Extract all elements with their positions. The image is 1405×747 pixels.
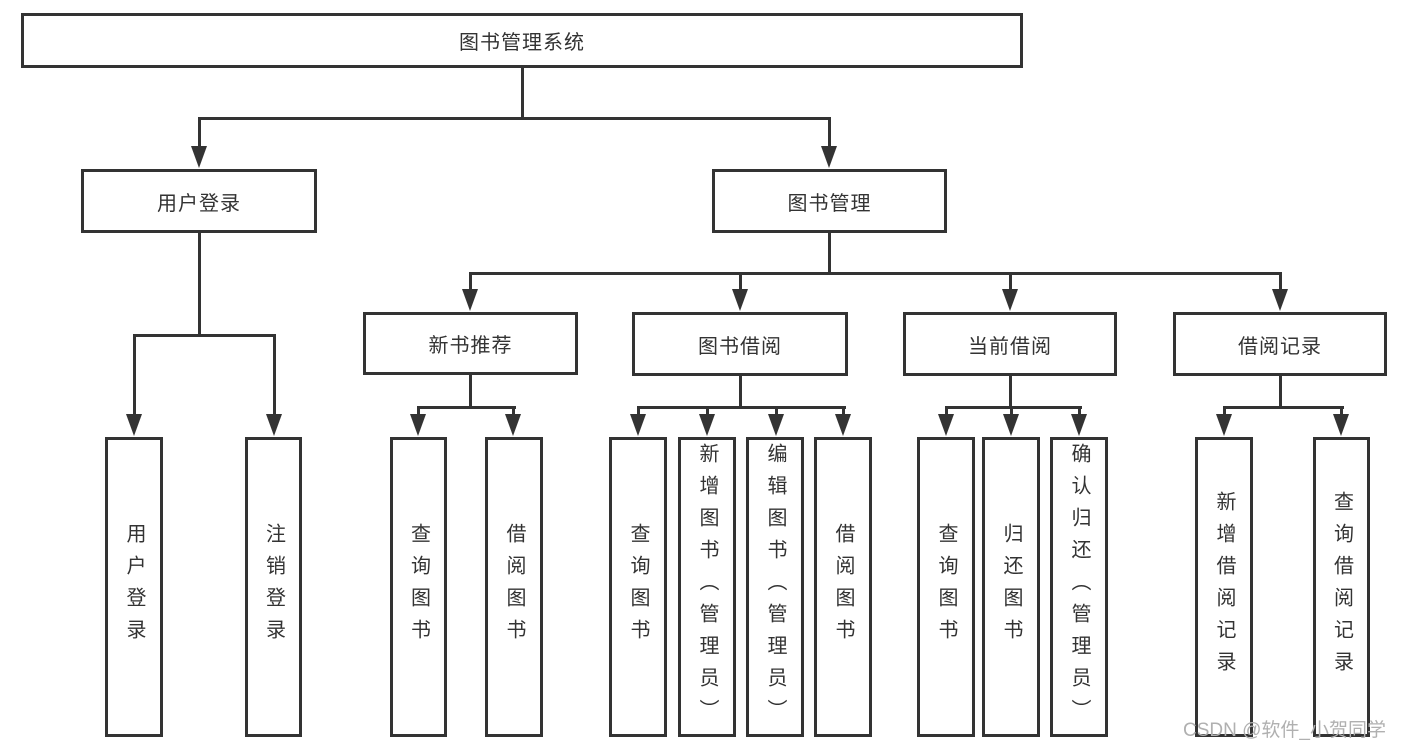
leaf-query-borrow-record-label: 查询借阅记录 bbox=[1330, 491, 1353, 683]
arrow-down-icon bbox=[1002, 289, 1018, 311]
arrow-down-icon bbox=[1272, 289, 1288, 311]
connector-line bbox=[469, 272, 472, 292]
connector-line bbox=[1010, 406, 1013, 418]
leaf-query-books-recommend: 查询图书 bbox=[390, 437, 447, 737]
connector-line bbox=[198, 117, 201, 149]
leaf-query-books-borrow-label: 查询图书 bbox=[627, 523, 649, 651]
leaf-borrow-books-label: 借阅图书 bbox=[832, 523, 854, 651]
connector-line bbox=[198, 233, 201, 336]
connector-line bbox=[1223, 406, 1344, 409]
connector-line bbox=[521, 68, 524, 119]
connector-line bbox=[945, 406, 1082, 409]
connector-line bbox=[1340, 406, 1343, 418]
arrow-down-icon bbox=[191, 146, 207, 168]
node-user-login: 用户登录 bbox=[81, 169, 317, 233]
arrow-down-icon bbox=[266, 414, 282, 436]
leaf-return-books: 归还图书 bbox=[982, 437, 1040, 737]
connector-line bbox=[775, 406, 778, 418]
leaf-query-books-current: 查询图书 bbox=[917, 437, 975, 737]
leaf-confirm-return-admin-label: 确认归还（管理员） bbox=[1068, 443, 1090, 731]
node-new-book-recommend: 新书推荐 bbox=[363, 312, 578, 375]
connector-line bbox=[828, 117, 831, 149]
leaf-logout: 注销登录 bbox=[245, 437, 302, 737]
leaf-logout-label: 注销登录 bbox=[262, 523, 285, 651]
connector-line bbox=[637, 406, 640, 418]
connector-line bbox=[739, 374, 742, 408]
connector-line bbox=[133, 334, 276, 337]
connector-line bbox=[706, 406, 709, 418]
leaf-borrow-books: 借阅图书 bbox=[814, 437, 872, 737]
arrow-down-icon bbox=[821, 146, 837, 168]
arrow-down-icon bbox=[410, 414, 426, 436]
leaf-return-books-label: 归还图书 bbox=[1000, 523, 1022, 651]
node-book-management: 图书管理 bbox=[712, 169, 947, 233]
leaf-borrow-books-recommend-label: 借阅图书 bbox=[503, 523, 525, 651]
leaf-edit-books-admin: 编辑图书（管理员） bbox=[746, 437, 804, 737]
connector-line bbox=[417, 406, 516, 409]
leaf-add-books-admin-label: 新增图书（管理员） bbox=[696, 443, 718, 731]
connector-line bbox=[842, 406, 845, 418]
connector-line bbox=[1279, 374, 1282, 408]
arrow-down-icon bbox=[699, 414, 715, 436]
leaf-add-borrow-record: 新增借阅记录 bbox=[1195, 437, 1253, 737]
connector-line bbox=[1009, 272, 1012, 292]
connector-line bbox=[469, 374, 472, 408]
node-library-management-system: 图书管理系统 bbox=[21, 13, 1023, 68]
leaf-query-books-borrow: 查询图书 bbox=[609, 437, 667, 737]
arrow-down-icon bbox=[505, 414, 521, 436]
node-book-borrow: 图书借阅 bbox=[632, 312, 848, 376]
leaf-query-books-recommend-label: 查询图书 bbox=[407, 523, 430, 651]
arrow-down-icon bbox=[1071, 414, 1087, 436]
arrow-down-icon bbox=[462, 289, 478, 311]
leaf-user-login-label: 用户登录 bbox=[123, 523, 145, 651]
connector-line bbox=[945, 406, 948, 418]
arrow-down-icon bbox=[732, 289, 748, 311]
csdn-watermark: CSDN @软件_小贺同学 bbox=[1183, 720, 1386, 741]
connector-line bbox=[828, 233, 831, 275]
connector-line bbox=[133, 334, 136, 416]
arrow-down-icon bbox=[126, 414, 142, 436]
connector-line bbox=[739, 272, 742, 292]
connector-line bbox=[637, 406, 846, 409]
connector-line bbox=[1078, 406, 1081, 418]
leaf-add-books-admin: 新增图书（管理员） bbox=[678, 437, 736, 737]
arrow-down-icon bbox=[630, 414, 646, 436]
arrow-down-icon bbox=[768, 414, 784, 436]
connector-line bbox=[512, 406, 515, 418]
leaf-edit-books-admin-label: 编辑图书（管理员） bbox=[764, 443, 786, 731]
leaf-query-books-current-label: 查询图书 bbox=[935, 523, 957, 651]
leaf-add-borrow-record-label: 新增借阅记录 bbox=[1213, 491, 1235, 683]
connector-line bbox=[198, 117, 831, 120]
arrow-down-icon bbox=[938, 414, 954, 436]
leaf-user-login: 用户登录 bbox=[105, 437, 163, 737]
node-borrow-records: 借阅记录 bbox=[1173, 312, 1387, 376]
connector-line bbox=[1223, 406, 1226, 418]
arrow-down-icon bbox=[1216, 414, 1232, 436]
connector-line bbox=[417, 406, 420, 418]
leaf-confirm-return-admin: 确认归还（管理员） bbox=[1050, 437, 1108, 737]
connector-line bbox=[273, 334, 276, 416]
connector-line bbox=[469, 272, 1282, 275]
leaf-borrow-books-recommend: 借阅图书 bbox=[485, 437, 543, 737]
arrow-down-icon bbox=[835, 414, 851, 436]
connector-line bbox=[1009, 374, 1012, 408]
arrow-down-icon bbox=[1333, 414, 1349, 436]
leaf-query-borrow-record: 查询借阅记录 bbox=[1313, 437, 1370, 737]
connector-line bbox=[1279, 272, 1282, 292]
node-current-borrow: 当前借阅 bbox=[903, 312, 1117, 376]
arrow-down-icon bbox=[1003, 414, 1019, 436]
